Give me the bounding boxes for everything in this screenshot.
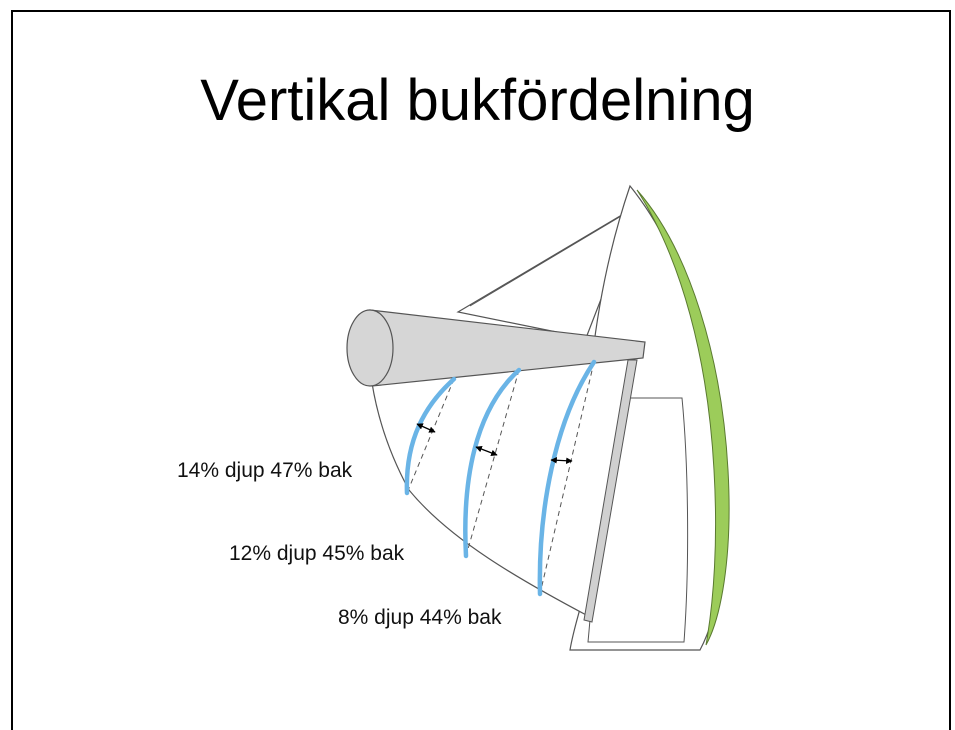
depth-arrow-2 [475, 446, 498, 456]
section-label-2: 12% djup 45% bak [229, 542, 405, 565]
mast [583, 359, 638, 623]
depth-arrow-1 [416, 423, 436, 433]
section-label-1: 14% djup 47% bak [177, 459, 353, 482]
section-label-3: 8% djup 44% bak [338, 606, 502, 629]
boom-end [346, 309, 394, 387]
draft-curve-3 [537, 359, 597, 597]
leech-edge [636, 189, 730, 646]
chord-line-1 [406, 378, 455, 494]
depth-arrow-3 [550, 457, 573, 464]
jib-inner-line [469, 211, 629, 307]
slide-title: Vertikal bukfördelning [200, 68, 755, 133]
chord-line-3 [539, 361, 595, 595]
draft-curve-2 [463, 367, 522, 559]
